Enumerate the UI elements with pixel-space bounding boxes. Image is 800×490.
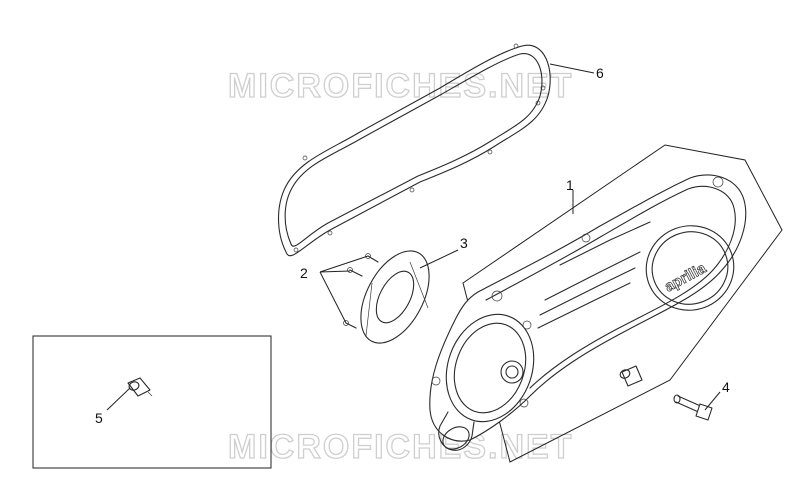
dowel-pin — [127, 377, 153, 397]
watermark-bottom: MICROFICHES.NET — [228, 428, 573, 466]
dowel-pin-cover-side — [619, 365, 643, 387]
leader-4 — [704, 391, 721, 411]
gasket — [278, 43, 551, 257]
screw-bottom — [343, 320, 357, 329]
leader-6 — [549, 63, 595, 74]
inner-plate — [360, 250, 430, 344]
leader-2 — [319, 255, 369, 324]
screw-top — [365, 253, 379, 263]
callout-5: 5 — [95, 410, 103, 426]
bolt — [673, 394, 713, 421]
callout-2: 2 — [300, 265, 308, 281]
cover-group-outline — [462, 144, 783, 463]
screw-middle — [347, 267, 363, 277]
detail-box — [32, 335, 272, 469]
callout-6: 6 — [596, 65, 604, 81]
leader-3 — [419, 249, 459, 269]
callout-1: 1 — [566, 177, 574, 193]
callout-3: 3 — [460, 235, 468, 251]
watermark-top: MICROFICHES.NET — [228, 67, 573, 105]
callout-4: 4 — [722, 379, 730, 395]
screws — [343, 253, 379, 329]
leader-5 — [106, 387, 131, 411]
